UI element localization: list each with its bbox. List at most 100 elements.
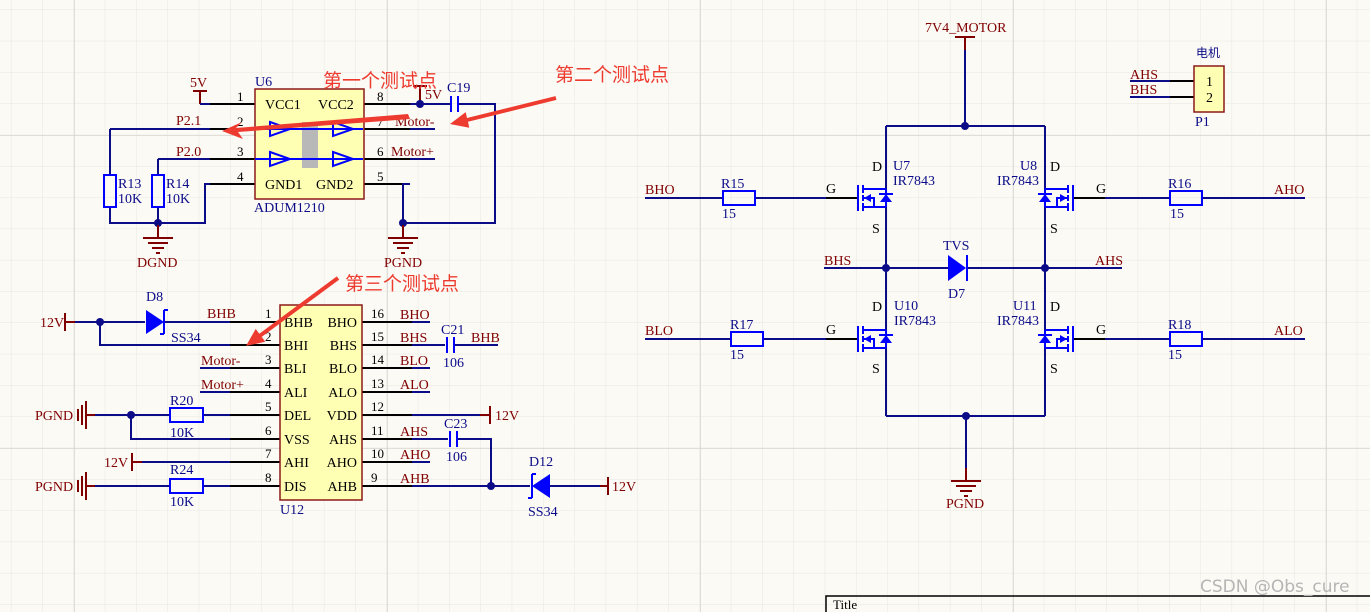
r20-resistor[interactable]: R20 10K — [169, 394, 204, 441]
d12-value: SS34 — [528, 505, 558, 520]
title-block — [825, 595, 1370, 612]
p1-pin1: 1 — [1206, 75, 1213, 90]
pin-num: 8 — [265, 470, 272, 485]
u6-isolator[interactable]: U6 ADUM1210 VCC1 VCC2 GND1 GND2 1 2 3 4 … — [210, 75, 410, 216]
d7-tvs-diode[interactable]: TVS D7 — [943, 239, 969, 302]
pin-name: DEL — [284, 409, 311, 424]
p1-ref: P1 — [1195, 115, 1210, 130]
u12-driver[interactable]: U12 — [230, 304, 412, 518]
pin-num: 1 — [237, 89, 244, 104]
pin-d: D — [872, 300, 882, 315]
pin-name: BHI — [284, 339, 308, 354]
net-alo: ALO — [1274, 324, 1303, 339]
junction — [882, 264, 890, 272]
u10-mosfet[interactable]: G D S U10 IR7843 — [825, 299, 936, 377]
u8-mosfet[interactable]: G D S U8 IR7843 — [997, 159, 1106, 237]
pin-g: G — [826, 323, 836, 338]
r17-ref: R17 — [730, 318, 753, 333]
u11-mosfet[interactable]: G D S U11 IR7843 — [997, 299, 1106, 377]
pin-name: BHS — [330, 339, 357, 354]
c21-capacitor[interactable]: C21 106 — [441, 323, 464, 371]
r17-resistor[interactable]: R17 15 — [730, 318, 764, 363]
u10-part: IR7843 — [894, 314, 936, 329]
net-ahs: AHS — [1130, 68, 1158, 83]
d7-ref: D7 — [948, 287, 965, 302]
test-point-2-annotation: 第二个测试点 — [555, 64, 669, 86]
net-bhs: BHS — [1130, 83, 1157, 98]
arrow-icon — [222, 114, 410, 139]
pin-g: G — [826, 182, 836, 197]
pin-d: D — [1050, 160, 1060, 175]
c19-ref: C19 — [447, 81, 470, 96]
net-dgnd: DGND — [137, 256, 177, 271]
net-aho: AHO — [1274, 183, 1304, 198]
u11-part: IR7843 — [997, 314, 1039, 329]
pin-num: 7 — [377, 114, 384, 129]
r16-resistor[interactable]: R16 15 — [1168, 177, 1203, 222]
d8-diode[interactable]: D8 SS34 — [146, 290, 201, 346]
u8-ref: U8 — [1020, 159, 1037, 174]
d12-ref: D12 — [529, 455, 553, 470]
net-pgnd: PGND — [35, 409, 73, 424]
pin-name: BLO — [329, 362, 357, 377]
buffer-icons — [269, 120, 357, 168]
pin-s: S — [1050, 222, 1058, 237]
r24-resistor[interactable]: R24 10K — [169, 463, 204, 510]
u7-part: IR7843 — [893, 174, 935, 189]
pin-num: 2 — [237, 114, 244, 129]
pin-num: 3 — [265, 352, 272, 367]
pin-num: 4 — [265, 376, 272, 391]
d8-ref: D8 — [146, 290, 163, 305]
net-bhb: BHB — [207, 307, 236, 322]
net-bho: BHO — [645, 183, 675, 198]
junction — [154, 219, 162, 227]
net-5v: 5V — [190, 76, 207, 91]
net-12v: 12V — [104, 456, 128, 471]
r14-resistor[interactable]: R14 10K — [151, 174, 190, 208]
junction — [399, 219, 407, 227]
r13-resistor[interactable]: R13 10K — [103, 174, 142, 208]
pin-num: 3 — [237, 144, 244, 159]
junction — [96, 318, 104, 326]
r15-resistor[interactable]: R15 15 — [721, 177, 756, 222]
pin-name: AHI — [284, 456, 309, 471]
pin-name: VDD — [327, 409, 357, 424]
c23-capacitor[interactable]: C23 106 — [444, 417, 467, 465]
net-ahb: AHB — [400, 472, 430, 487]
junction — [961, 122, 969, 130]
c19-capacitor[interactable]: C19 — [447, 81, 470, 112]
junction — [487, 482, 495, 490]
net-5v-secondary: 5V — [425, 88, 442, 103]
net-12v: 12V — [495, 409, 519, 424]
net-p2-1: P2.1 — [176, 114, 201, 129]
r13-value: 10K — [118, 192, 142, 207]
r13-ref: R13 — [118, 177, 141, 192]
pin-num: 12 — [371, 399, 384, 414]
net-pgnd: PGND — [384, 256, 422, 271]
pin-name: ALO — [328, 386, 357, 401]
net-pgnd: PGND — [946, 497, 984, 512]
pin-g: G — [1096, 323, 1106, 338]
net-ahs: AHS — [400, 425, 428, 440]
u7-mosfet[interactable]: G D S U7 IR7843 — [825, 159, 935, 237]
u12-body[interactable] — [279, 304, 363, 501]
u7-ref: U7 — [893, 159, 910, 174]
r18-resistor[interactable]: R18 15 — [1168, 318, 1203, 363]
c23-value: 106 — [446, 450, 467, 465]
d8-value: SS34 — [171, 331, 201, 346]
p1-pin2: 2 — [1206, 91, 1213, 106]
pin-g: G — [1096, 182, 1106, 197]
r15-ref: R15 — [721, 177, 744, 192]
p1-motor-connector[interactable]: 1 2 电机 P1 AHS BHS — [1130, 46, 1225, 130]
arrow-icon — [246, 276, 340, 346]
pin-num: 11 — [371, 423, 384, 438]
pin-name: VSS — [284, 433, 310, 448]
net-pgnd: PGND — [35, 480, 73, 495]
r20-value: 10K — [170, 426, 194, 441]
net-p2-0: P2.0 — [176, 145, 201, 160]
pin-name-gnd2: GND2 — [316, 178, 353, 193]
junction — [416, 100, 424, 108]
d12-diode[interactable]: D12 SS34 — [528, 455, 558, 520]
